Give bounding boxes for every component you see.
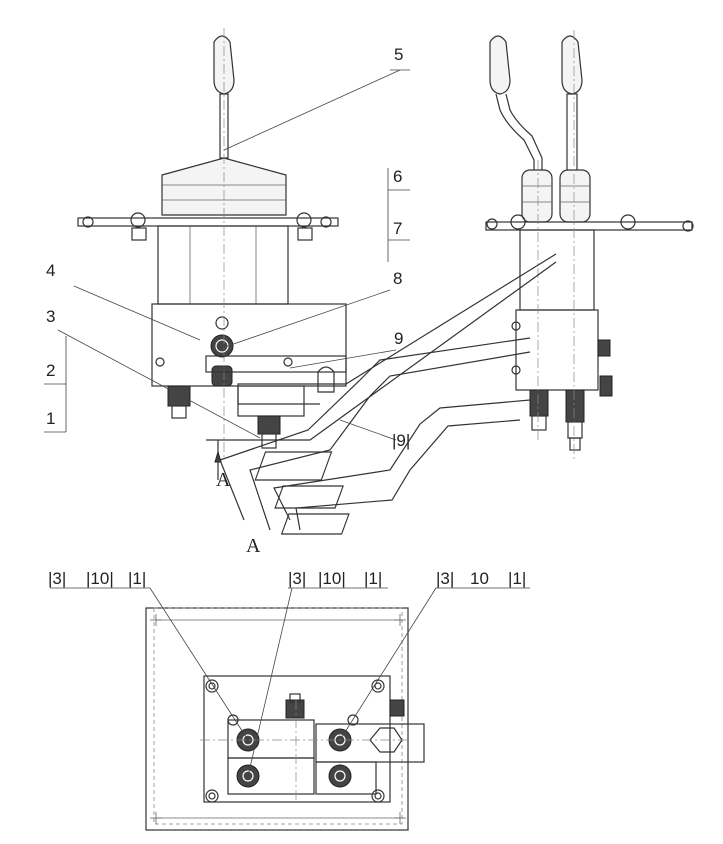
housing [157,225,289,305]
bottom-port [167,385,191,407]
bottom-view [145,607,425,831]
label-2: 2 [46,361,55,380]
bottom-label-3-b: |3| [288,569,306,588]
side-view [485,30,694,460]
section-label-a-bottom: A [246,535,261,557]
callout-labels: 5 6 7 8 4 3 2 1 9 |9| A A |3| |10| |1| |… [46,45,526,588]
bottom-label-1-a: |1| [128,569,146,588]
label-1: 1 [46,409,55,428]
bottom-label-10-a: |10| [86,569,114,588]
label-5: 5 [394,45,403,64]
label-6: 6 [393,167,402,186]
base-plate [145,607,409,831]
bottom-label-1-b: |1| [364,569,382,588]
bottom-label-3-a: |3| [48,569,66,588]
bottom-label-1-c: |1| [508,569,526,588]
label-8: 8 [393,269,402,288]
bottom-label-3-c: |3| [436,569,454,588]
valve-base [203,675,391,803]
section-outline [205,253,557,535]
label-7: 7 [393,219,402,238]
section-label-a-top: A [216,469,231,491]
valve-block [151,303,347,387]
handle-knob-straight [561,35,583,95]
label-4: 4 [46,261,55,280]
label-3: 3 [46,307,55,326]
label-9: 9 [394,329,403,348]
handle-knob-bent [489,35,511,95]
bottom-label-10-c: 10 [470,569,489,588]
front-view [77,28,347,460]
leader-lines [44,69,530,777]
label-9-boxed: |9| [392,431,410,450]
bottom-label-10-b: |10| [318,569,346,588]
